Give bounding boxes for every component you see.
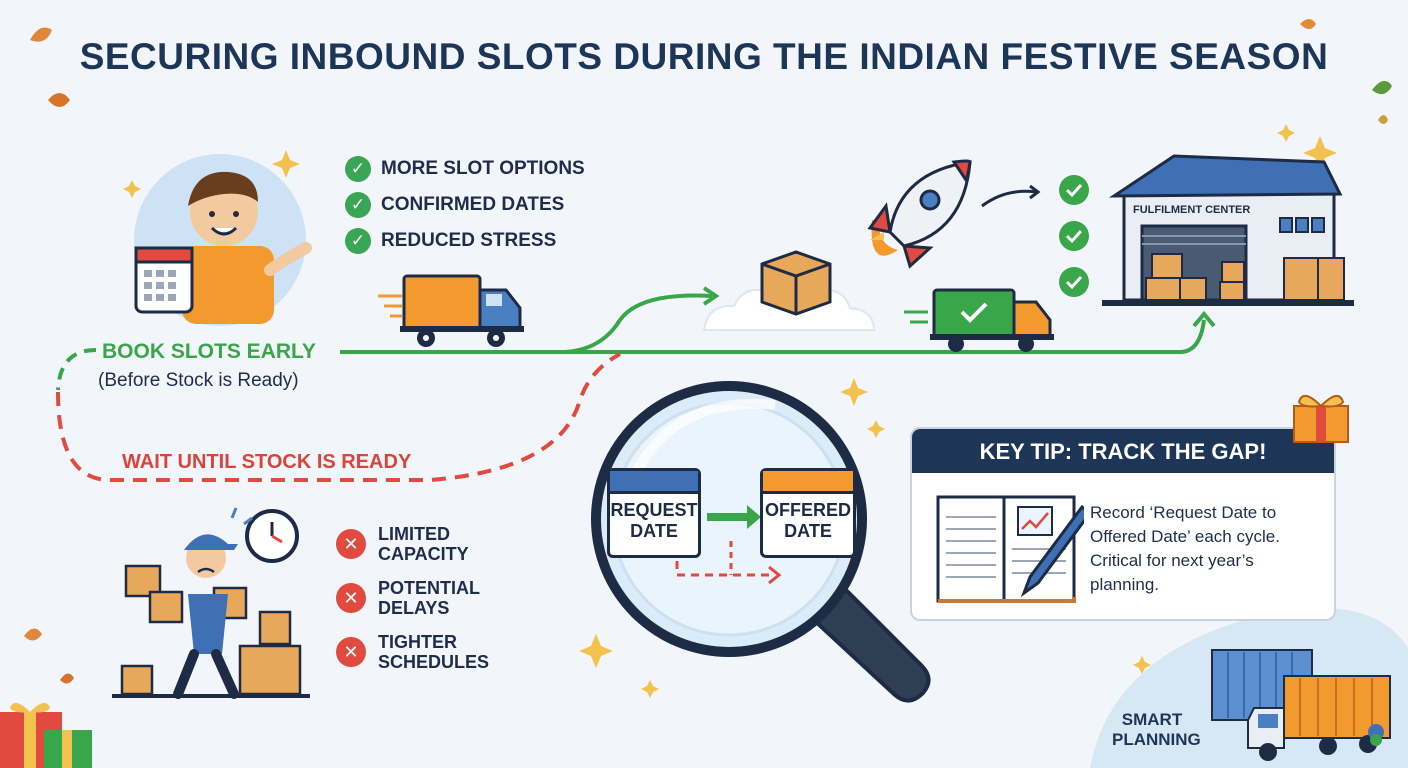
benefit-item: ✓ MORE SLOT OPTIONS <box>345 156 585 182</box>
page-title: SECURING INBOUND SLOTS DURING THE INDIAN… <box>79 36 1329 77</box>
offered-date-card: OFFERED DATE <box>760 468 856 558</box>
key-tip-box: KEY TIP: TRACK THE GAP! Record ‘Request … <box>910 427 1336 621</box>
check-icon: ✓ <box>345 228 371 254</box>
truck-icon <box>378 274 524 347</box>
warehouse-sign: FULFILMENT CENTER <box>1133 204 1251 216</box>
early-path-label: BOOK SLOTS EARLY <box>102 340 316 363</box>
magnifier-icon <box>591 381 931 703</box>
x-icon: ✕ <box>336 529 366 559</box>
notebook-icon <box>936 495 1084 603</box>
pen-icon <box>1020 504 1084 598</box>
box-icon <box>760 250 832 316</box>
early-path <box>340 293 713 354</box>
offered-date-label: OFFERED DATE <box>764 500 851 541</box>
late-path <box>56 352 621 482</box>
request-date-card: REQUEST DATE <box>607 468 701 558</box>
drawback-item: ✕ POTENTIAL DELAYS <box>336 578 508 618</box>
key-tip-body: Record ‘Request Date to Offered Date’ ea… <box>1090 503 1280 594</box>
rocket-icon <box>867 159 972 269</box>
smart-planning-label: SMART PLANNING <box>1112 710 1201 749</box>
calendar-icon <box>134 246 194 314</box>
late-path-label: WAIT UNTIL STOCK IS READY <box>122 451 412 473</box>
planner-illustration <box>134 154 312 326</box>
benefit-item: ✓ REDUCED STRESS <box>345 228 556 254</box>
truck-icon <box>904 288 1054 352</box>
warehouse-icon <box>1102 154 1354 306</box>
container-truck-icon <box>1211 649 1391 761</box>
stressed-worker-illustration <box>112 507 310 699</box>
gift-icon <box>0 702 92 768</box>
calendar-icon <box>763 471 853 494</box>
benefit-item: ✓ CONFIRMED DATES <box>345 192 564 218</box>
calendar-icon <box>610 471 698 494</box>
x-icon: ✕ <box>336 637 366 667</box>
early-path-sublabel: (Before Stock is Ready) <box>98 370 299 391</box>
check-icon: ✓ <box>345 156 371 182</box>
request-date-label: REQUEST DATE <box>610 500 698 541</box>
gift-icon <box>1293 395 1349 443</box>
x-icon: ✕ <box>336 583 366 613</box>
clock-icon <box>245 509 299 563</box>
key-tip-heading: KEY TIP: TRACK THE GAP! <box>912 429 1334 473</box>
sparkle-icon <box>123 124 1337 698</box>
check-icon <box>1059 175 1089 297</box>
check-icon: ✓ <box>345 192 371 218</box>
drawback-item: ✕ LIMITED CAPACITY <box>336 524 508 564</box>
drawback-item: ✕ TIGHTER SCHEDULES <box>336 632 508 672</box>
